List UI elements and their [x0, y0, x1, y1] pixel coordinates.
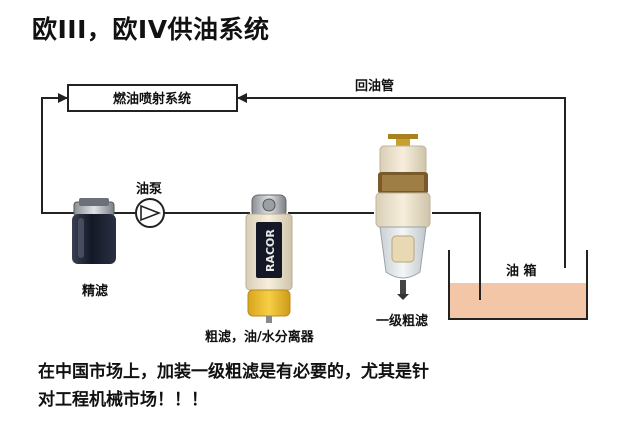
- caption-line-2: 对工程机械市场！！！: [38, 390, 208, 410]
- fuel-lines: [41, 97, 566, 298]
- caption-line-1: 在中国市场上，加装一级粗滤是有必要的，尤其是针: [38, 362, 429, 382]
- return-pipe-line: [237, 97, 566, 268]
- pump-label: 油泵: [136, 181, 162, 197]
- injection-system-label: 燃油喷射系统: [113, 91, 191, 107]
- water-separator: RACOR 粗滤，油/水分离器: [205, 194, 315, 345]
- separator-brand-text: RACOR: [264, 229, 277, 272]
- primary-filter: 一级粗滤: [375, 134, 431, 329]
- return-pipe-label: 回油管: [355, 78, 394, 94]
- primary-filter-label: 一级粗滤: [376, 313, 428, 329]
- fuel-tank: 油 箱: [448, 250, 588, 320]
- page-title: 欧III，欧IV供油系统: [32, 15, 270, 44]
- tank-fuel-fill: [449, 283, 587, 319]
- fine-filter: 精滤: [72, 198, 116, 299]
- caption: 在中国市场上，加装一级粗滤是有必要的，尤其是针 对工程机械市场！！！: [38, 358, 598, 414]
- pump: 油泵: [135, 181, 165, 228]
- injection-system-box: 燃油喷射系统: [67, 84, 238, 112]
- flow-arrows: [58, 93, 247, 103]
- tank-label: 油 箱: [506, 263, 537, 279]
- separator-label: 粗滤，油/水分离器: [205, 329, 315, 345]
- fine-filter-label: 精滤: [82, 283, 108, 299]
- arrow-into-injection: [58, 93, 68, 103]
- supply-line-left: [41, 97, 83, 214]
- suction-line-tank: [432, 212, 481, 298]
- arrow-return-left: [237, 93, 247, 103]
